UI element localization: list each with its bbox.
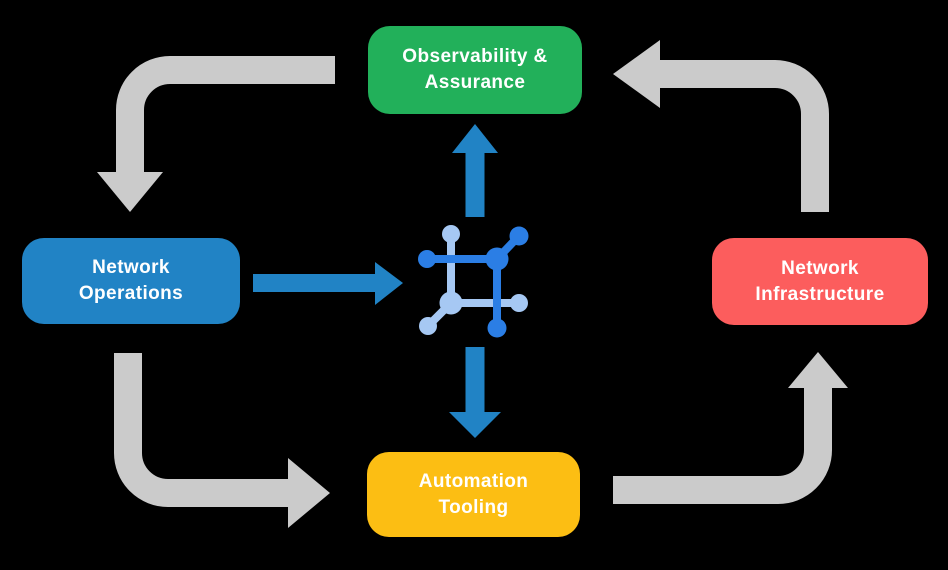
arrow-observability-to-operations-shaft xyxy=(116,56,335,172)
node-observability-assurance: Observability & Assurance xyxy=(368,26,582,114)
arrow-observability-to-operations-head xyxy=(97,172,163,212)
arrow-automation-to-infrastructure-shaft xyxy=(613,388,832,504)
node-infrastructure-label-line1: Network xyxy=(781,257,859,279)
arrow-automation-to-infrastructure xyxy=(613,352,848,504)
node-network-infrastructure: Network Infrastructure xyxy=(712,238,928,325)
node-automation-label-line1: Automation xyxy=(418,470,529,492)
arrow-operations-to-automation-shaft xyxy=(114,353,288,507)
hub-icon-dark-node-left xyxy=(418,250,436,268)
hub-icon-light-node-right xyxy=(510,294,528,312)
arrow-infrastructure-to-observability xyxy=(613,40,829,212)
hub-icon-light-node-top xyxy=(442,225,460,243)
hub-icon-dark-corner-node xyxy=(485,247,509,271)
network-automation-hub-icon xyxy=(418,225,529,338)
node-observability-label-line2: Assurance xyxy=(424,72,526,93)
node-operations-label-line2: Operations xyxy=(78,283,184,304)
arrow-operations-to-automation-head xyxy=(288,458,330,528)
arrow-infrastructure-to-observability-shaft xyxy=(660,60,829,212)
arrow-hub-to-automation xyxy=(449,347,501,438)
arrow-operations-to-automation xyxy=(114,353,330,528)
node-automation-label-line2: Tooling xyxy=(438,496,509,518)
arrow-operations-to-hub-head xyxy=(375,262,403,305)
hub-icon-light-corner-node xyxy=(439,291,463,315)
node-infrastructure-label-line2: Infrastructure xyxy=(755,283,885,305)
hub-icon-dark-node-bottom xyxy=(487,318,507,338)
node-observability-label-line1: Observability & xyxy=(402,46,548,67)
arrow-hub-to-observability xyxy=(452,124,498,217)
node-network-operations: Network Operations xyxy=(22,238,240,324)
node-operations-label-line1: Network xyxy=(92,257,170,278)
arrow-infrastructure-to-observability-head xyxy=(613,40,660,108)
hub-icon-light-node-bottom-left xyxy=(419,317,437,335)
arrow-automation-to-infrastructure-head xyxy=(788,352,848,388)
hub-icon-dark-node-top-right xyxy=(509,226,529,246)
arrow-hub-to-observability-head xyxy=(452,124,498,153)
arrow-observability-to-operations xyxy=(97,56,335,212)
node-automation-tooling: Automation Tooling xyxy=(367,452,580,537)
arrow-hub-to-automation-head xyxy=(449,412,501,438)
arrow-operations-to-hub xyxy=(253,262,403,305)
